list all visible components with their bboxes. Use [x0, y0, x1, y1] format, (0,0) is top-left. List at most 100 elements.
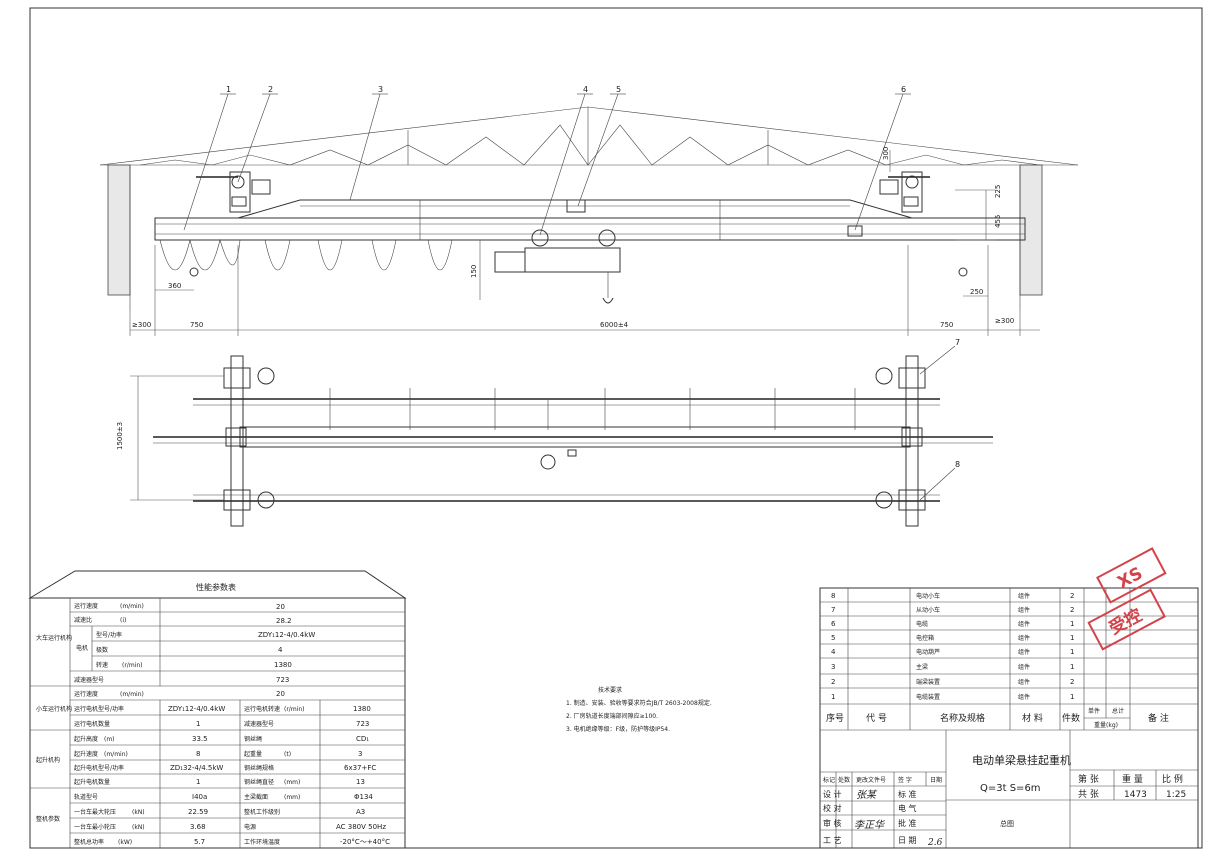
weight-value: 1473 — [1124, 790, 1147, 800]
notes-title: 技术要求 — [598, 686, 622, 694]
callout-4: 4 — [583, 85, 588, 94]
callout-8-leader — [919, 467, 956, 501]
part-name: 电动葫芦 — [916, 648, 940, 656]
callout-2: 2 — [268, 85, 273, 94]
param-value: CD₁ — [356, 735, 369, 743]
param-value: ZDY₁12-4/0.4kW — [258, 631, 315, 639]
col-remark: 备 注 — [1148, 712, 1169, 724]
param-label: 钢丝绳直径 — [244, 778, 274, 786]
callout-1: 1 — [226, 85, 231, 94]
callout-3: 3 — [378, 85, 383, 94]
part-material: 组件 — [1018, 634, 1030, 642]
dim-overhang-left: 750 — [190, 321, 203, 329]
param-value: 20 — [276, 603, 285, 611]
param-unit: (kW) — [118, 839, 132, 846]
weight-label: 重 量 — [1122, 773, 1143, 785]
param-unit: (t) — [284, 751, 291, 758]
part-no: 1 — [831, 693, 835, 701]
cable-terminal — [847, 225, 863, 237]
part-material: 组件 — [1018, 648, 1030, 656]
param-sublabel: 极数 — [96, 646, 108, 654]
dim-h225: 225 — [994, 185, 1002, 198]
param-value: 1380 — [274, 661, 292, 669]
part-material: 组件 — [1018, 678, 1030, 686]
param-value: Φ134 — [354, 793, 373, 801]
scale-label: 比 例 — [1162, 773, 1183, 785]
param-value: I40a — [192, 793, 207, 801]
plan-supports — [329, 388, 856, 430]
festoon-cable — [159, 238, 453, 271]
param-value: ZD₁32-4/4.5kW — [170, 764, 223, 772]
dim-clear-left: ≥300 — [132, 321, 151, 329]
param-label: 电源 — [244, 823, 256, 831]
param-value: 1 — [196, 778, 200, 786]
role-label: 设 计 — [823, 789, 842, 799]
param-unit: (r/min) — [122, 662, 142, 669]
drawing-frame — [29, 7, 1203, 849]
callout-5: 5 — [616, 85, 621, 94]
param-unit: (m/min) — [104, 751, 128, 758]
param-label: 起升高度 — [74, 735, 98, 743]
param-label: 电机 — [76, 644, 88, 652]
param-unit: (kN) — [132, 809, 145, 816]
param-value: 1380 — [353, 705, 371, 713]
total-sheets-label: 共 张 — [1078, 789, 1099, 800]
part-name: 端梁装置 — [916, 678, 940, 686]
dim-h150: 150 — [470, 265, 478, 278]
part-qty: 1 — [1070, 663, 1074, 671]
dim-hook-left: 360 — [168, 282, 181, 290]
param-label: 减速比 — [74, 616, 92, 624]
part-qty: 2 — [1070, 606, 1074, 614]
part-material: 组件 — [1018, 663, 1030, 671]
group-label-2: 起升机构 — [36, 756, 60, 764]
param-value: AC 380V 50Hz — [336, 823, 386, 831]
part-no: 8 — [831, 592, 835, 600]
param-table-title: 性能参数表 — [196, 582, 236, 592]
note-line: 3. 电机绝缘等级：F级，防护等级IP54. — [566, 725, 670, 733]
role-label: 日 期 — [898, 836, 917, 845]
param-label: 起升速度 — [74, 750, 98, 758]
signature-review: 李正华 — [854, 819, 885, 831]
param-sublabel: 型号/功率 — [96, 631, 122, 639]
param-unit: (mm) — [284, 794, 300, 801]
param-label: 运行电机转速 — [244, 705, 280, 713]
param-value: 4 — [278, 646, 283, 654]
parts-list: 8 电动小车 组件 2 7 从动小车 组件 2 6 电缆 组件 1 5 电控箱 … — [819, 587, 1199, 849]
col-qty: 件数 — [1062, 712, 1080, 724]
param-value: 723 — [276, 676, 289, 684]
col-name: 名称及规格 — [940, 712, 985, 724]
param-value: ZDY₁12-4/0.4kW — [168, 705, 225, 713]
param-label: 钢丝绳 — [244, 735, 262, 743]
param-label: 钢丝绳规格 — [244, 764, 274, 772]
pendant-right — [958, 267, 968, 277]
elevation-view: 1 2 3 4 5 6 ≥300 750 6000±4 750 ≥300 360 — [99, 85, 1079, 336]
part-qty: 2 — [1070, 592, 1074, 600]
param-value: -20°C～+40°C — [340, 838, 390, 846]
col-no: 序号 — [826, 712, 844, 724]
parameter-table: 性能参数表 大车运行机构 小车运行机 — [28, 570, 407, 849]
part-material: 组件 — [1018, 606, 1030, 614]
part-name: 电控箱 — [916, 634, 934, 642]
param-value: 20 — [276, 690, 285, 698]
role-label: 工 艺 — [823, 836, 842, 845]
electric-hoist — [494, 199, 863, 304]
dim-span: 6000±4 — [600, 321, 629, 329]
role-label: 审 核 — [823, 818, 842, 828]
param-value: 3 — [358, 750, 362, 758]
rev-label: 更改文件号 — [856, 776, 886, 784]
dim-clear-right: ≥300 — [995, 317, 1014, 325]
dim-plan-width: 1500±3 — [116, 422, 124, 450]
part-name: 电缆装置 — [916, 693, 940, 701]
param-label: 整机总功率 — [74, 838, 104, 846]
part-no: 4 — [831, 648, 836, 656]
part-qty: 1 — [1070, 648, 1074, 656]
param-label: 一台车最大轮压 — [74, 808, 116, 816]
role-label: 校 对 — [823, 803, 842, 813]
sheet-label: 第 张 — [1078, 773, 1099, 785]
param-value: 28.2 — [276, 617, 292, 625]
param-label: 起升电机数量 — [74, 778, 110, 786]
param-value: 22.59 — [188, 808, 208, 816]
plan-end-carriage-right — [875, 355, 926, 527]
main-girder — [154, 199, 1026, 241]
technical-notes: 技术要求 1. 制造、安装、验收等要求符合JB/T 2603-2008规定. 2… — [566, 686, 712, 733]
